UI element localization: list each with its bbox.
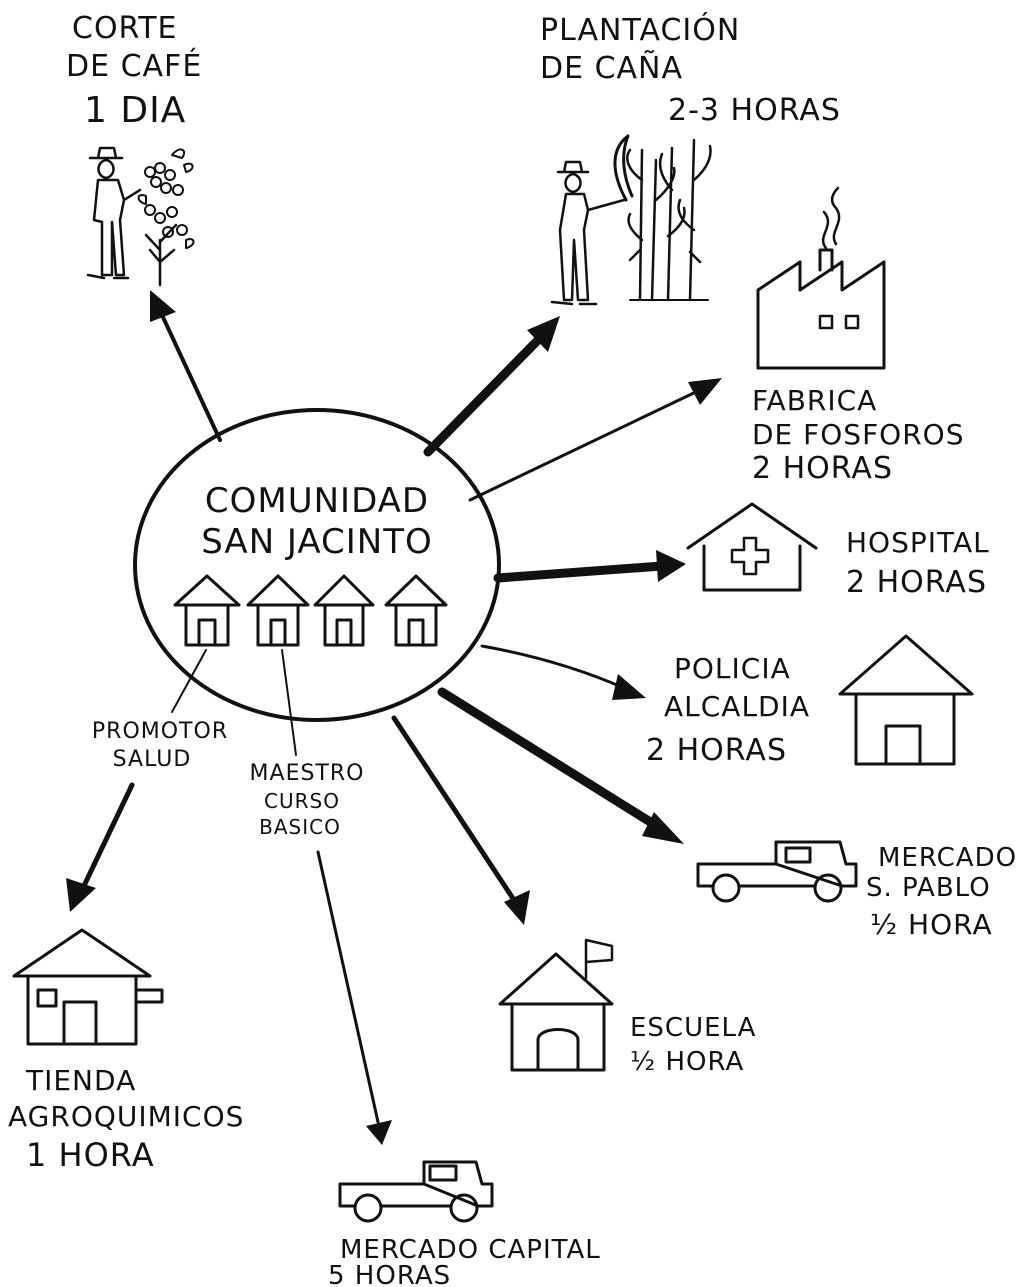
arrow-to-tienda xyxy=(79,782,135,893)
promotor-label-line1: PROMOTOR xyxy=(92,719,228,744)
community-center: COMUNIDAD SAN JACINTO xyxy=(133,408,501,756)
arrow-to-fabrica xyxy=(468,388,702,502)
promotor-connector xyxy=(171,649,207,713)
corte-cafe-node: CORTE DE CAFÉ 1 DIA xyxy=(66,11,202,287)
mercado-san-pablo-line1: MERCADO xyxy=(878,843,1017,873)
fabrica-node: FABRICA DE FOSFOROS 2 HORAS xyxy=(752,186,964,486)
town-hall-icon xyxy=(838,634,974,766)
corte-cafe-line1: CORTE xyxy=(72,11,178,46)
house-icon xyxy=(246,574,310,647)
tienda-time: 1 HORA xyxy=(26,1136,155,1174)
coffee-picker-icon xyxy=(86,146,195,287)
community-name-line2: SAN JACINTO xyxy=(201,522,433,562)
arrow-to-mercado-capital xyxy=(316,850,380,1124)
policia-line1: POLICIA xyxy=(674,652,791,685)
maestro-label-line1: MAESTRO xyxy=(250,761,365,786)
truck-icon xyxy=(696,840,858,903)
arrowhead xyxy=(366,1120,392,1145)
plantacion-node: PLANTACIÓN DE CAÑA 2-3 HORAS xyxy=(540,11,841,306)
arrowhead xyxy=(527,316,560,352)
hospital-line1: HOSPITAL xyxy=(846,526,990,559)
policia-time: 2 HORAS xyxy=(646,733,787,768)
hospital-time: 2 HORAS xyxy=(846,565,987,600)
plantacion-line2: DE CAÑA xyxy=(540,50,683,86)
community-name-line1: COMUNIDAD xyxy=(205,481,429,521)
hospital-node: HOSPITAL 2 HORAS xyxy=(686,502,990,600)
arrow-to-plantacion xyxy=(423,333,545,457)
maestro-label-line3: BASICO xyxy=(259,815,341,839)
fabrica-line1: FABRICA xyxy=(752,384,877,417)
mercado-san-pablo-node: MERCADO S. PABLO ½ HORA xyxy=(696,840,1017,941)
hospital-icon xyxy=(686,502,818,592)
plantacion-line1: PLANTACIÓN xyxy=(540,11,740,48)
policia-node: POLICIA ALCALDIA 2 HORAS xyxy=(646,634,974,768)
house-icon xyxy=(173,574,241,647)
mercado-san-pablo-line2: S. PABLO xyxy=(866,873,991,903)
plantacion-time: 2-3 HORAS xyxy=(668,93,841,128)
house-icon xyxy=(313,574,375,647)
arrowhead xyxy=(656,550,686,582)
arrowhead xyxy=(150,290,176,322)
policia-line2: ALCALDIA xyxy=(664,690,810,723)
school-icon xyxy=(498,938,614,1072)
tienda-line1: TIENDA xyxy=(25,1064,136,1097)
arrowhead xyxy=(642,812,684,844)
arrow-to-escuela xyxy=(391,715,517,903)
arrows xyxy=(66,290,722,1145)
fabrica-line2: DE FOSFOROS xyxy=(752,418,964,451)
arrow-to-corte-cafe xyxy=(160,313,222,442)
truck-icon xyxy=(338,1160,494,1223)
escuela-line1: ESCUELA xyxy=(630,1013,756,1043)
arrow-to-hospital xyxy=(493,561,667,583)
maestro-label-line2: CURSO xyxy=(264,789,340,813)
community-circle xyxy=(133,408,501,722)
arrowhead xyxy=(688,378,722,405)
tienda-node: TIENDA AGROQUIMICOS 1 HORA xyxy=(8,928,244,1174)
mercado-capital-time: 5 HORAS xyxy=(328,1261,451,1287)
mercado-san-pablo-time: ½ HORA xyxy=(870,908,993,941)
escuela-time: ½ HORA xyxy=(630,1047,744,1077)
arrowhead xyxy=(504,890,530,925)
fabrica-time: 2 HORAS xyxy=(752,451,893,486)
promotor-label-line2: SALUD xyxy=(113,747,192,772)
tienda-line2: AGROQUIMICOS xyxy=(8,1100,244,1133)
factory-icon xyxy=(756,186,886,370)
arrow-to-policia xyxy=(480,644,626,690)
escuela-node: ESCUELA ½ HORA xyxy=(498,938,756,1077)
house-icon xyxy=(384,574,448,647)
corte-cafe-time: 1 DIA xyxy=(84,90,186,131)
mercado-capital-node: MERCADO CAPITAL 5 HORAS xyxy=(328,1160,601,1287)
arrow-to-mercado-san-pablo xyxy=(437,687,665,833)
cane-cutter-icon xyxy=(550,134,712,306)
arrowhead xyxy=(612,674,646,700)
mercado-capital-line1: MERCADO CAPITAL xyxy=(340,1235,601,1265)
store-icon xyxy=(12,928,164,1046)
corte-cafe-line2: DE CAFÉ xyxy=(66,48,202,84)
maestro-connector xyxy=(281,649,297,756)
arrowhead xyxy=(66,878,96,912)
